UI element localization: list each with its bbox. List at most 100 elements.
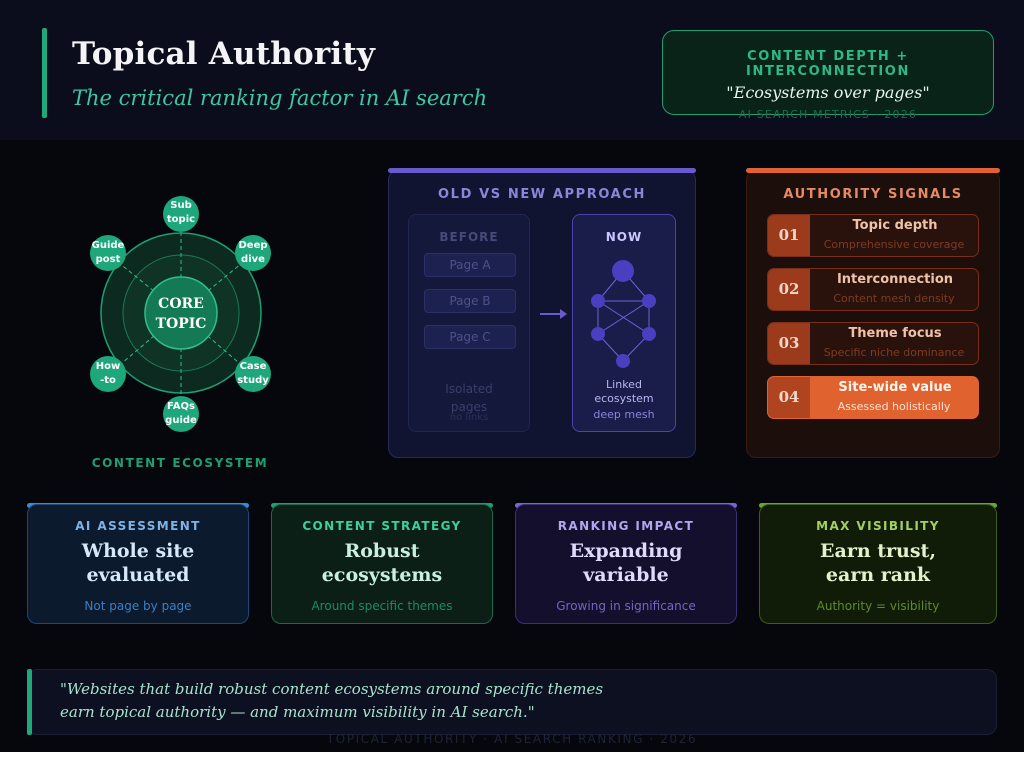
card-subtitle: Around specific themes [311,599,453,613]
node-label-6a: Guide [92,240,125,251]
before-title: BEFORE [439,230,499,244]
deep-mesh-caption: deep mesh [593,408,655,421]
signal-number: 01 [768,215,810,256]
signal-title: Topic depth [852,218,938,233]
signal-title: Site-wide value [838,380,952,395]
bottom-strip [0,752,1024,768]
before-column [408,214,530,432]
badge-quote: "Ecosystems over pages" [726,83,930,102]
card-label: RANKING IMPACT [557,519,695,533]
linked-ecosystem-caption: Linked ecosystem [572,378,676,406]
mesh-node [616,354,630,368]
quote-text: "Websites that build robust content ecos… [60,678,960,724]
core-topic-circle [144,276,218,350]
content-ecosystem-diagram: CORE TOPIC Sub topic Deep dive Case stud… [90,196,271,432]
footer-text: TOPICAL AUTHORITY · AI SEARCH RANKING · … [326,732,698,746]
node-label-2a: Deep [238,240,267,251]
node-label-5a: How [96,361,120,372]
node-label-2b: dive [241,254,265,265]
page-subtitle: The critical ranking factor in AI search [72,86,488,110]
node-deep-dive: Deep dive [235,235,271,271]
signal-subtitle: Content mesh density [833,292,955,305]
linked-mesh-graphic [591,260,656,368]
node-how-to: How -to [90,356,126,392]
node-label-3a: Case [240,361,267,372]
signal-number: 03 [768,323,810,364]
node-faqs-guide: FAQs guide [163,396,199,432]
signal-item-topic-depth: 01 Topic depth Comprehensive coverage [767,214,979,257]
mesh-node [642,294,656,308]
card-content-strategy: CONTENT STRATEGY Robust ecosystems Aroun… [271,504,493,624]
signal-item-site-wide-value: 04 Site-wide value Assessed holistically [767,376,979,419]
card-value: Earn trust, earn rank [760,539,996,587]
approach-panel-title: OLD VS NEW APPROACH [438,187,646,202]
page-title: Topical Authority [72,36,376,72]
signal-number: 02 [768,269,810,310]
card-value: Whole site evaluated [28,539,248,587]
card-subtitle: Authority = visibility [816,599,940,613]
approach-panel-accent [388,168,696,173]
badge-meta: AI SEARCH METRICS · 2026 [738,108,918,121]
signal-title: Theme focus [848,326,942,341]
signal-item-theme-focus: 03 Theme focus Specific niche dominance [767,322,979,365]
authority-panel-title: AUTHORITY SIGNALS [783,187,963,202]
card-value-line2: ecosystems [321,564,443,586]
header-accent-bar [42,28,47,118]
node-label-1b: topic [167,214,195,225]
core-topic-line2: TOPIC [156,316,207,332]
mesh-node [642,327,656,341]
quote-box [27,669,997,735]
no-links-caption: no links [449,412,489,423]
now-column [572,214,676,432]
quote-accent-bar [27,669,32,735]
linked-line2: ecosystem [594,392,654,405]
node-label-5b: -to [100,375,116,386]
signal-number: 04 [768,377,810,418]
content-ecosystem-label: CONTENT ECOSYSTEM [91,456,269,470]
arrow-right-icon [540,309,567,319]
card-subtitle: Growing in significance [556,599,696,613]
authority-panel-accent [746,168,1000,173]
linked-line1: Linked [606,378,642,391]
node-guide-post: Guide post [90,235,126,271]
page-b-pill: Page B [424,289,516,313]
card-ai-assessment: AI ASSESSMENT Whole site evaluated Not p… [27,504,249,624]
card-label: MAX VISIBILITY [816,519,940,533]
isolated-line2: pages [450,400,488,414]
signal-subtitle: Specific niche dominance [823,346,965,359]
card-value: Expanding variable [516,539,736,587]
node-label-3b: study [237,375,269,386]
signal-subtitle: Comprehensive coverage [823,238,965,251]
mesh-hub-node [612,260,634,282]
isolated-pages-caption: Isolated pages [408,380,530,416]
node-label-4b: guide [165,415,197,426]
signal-title: Interconnection [836,272,954,287]
card-value-line2: earn rank [825,564,931,586]
isolated-line1: Isolated [445,382,493,396]
node-case-study: Case study [235,356,271,392]
signal-item-interconnection: 02 Interconnection Content mesh density [767,268,979,311]
card-value-line1: Expanding [569,540,683,562]
card-value-line1: Earn trust, [820,540,936,562]
card-value-line1: Robust [344,540,420,562]
now-title: NOW [605,230,643,244]
node-label-1a: Sub [170,200,191,211]
card-label: CONTENT STRATEGY [302,519,462,533]
card-value-line2: variable [583,564,669,586]
mesh-node [591,327,605,341]
badge-label: CONTENT DEPTH + INTERCONNECTION [746,49,910,79]
mesh-node [591,294,605,308]
card-value-line1: Whole site [81,540,195,562]
card-max-visibility: MAX VISIBILITY Earn trust, earn rank Aut… [759,504,997,624]
page-a-pill: Page A [424,253,516,277]
page-c-pill: Page C [424,325,516,349]
card-value-line2: evaluated [86,564,190,586]
card-subtitle: Not page by page [84,599,192,613]
quote-line1: "Websites that build robust content ecos… [60,680,604,698]
node-label-6b: post [96,254,121,265]
header-badge: CONTENT DEPTH + INTERCONNECTION "Ecosyst… [662,30,994,121]
card-value: Robust ecosystems [272,539,492,587]
signal-subtitle: Assessed holistically [837,400,951,413]
card-ranking-impact: RANKING IMPACT Expanding variable Growin… [515,504,737,624]
node-label-4a: FAQs [167,401,195,412]
